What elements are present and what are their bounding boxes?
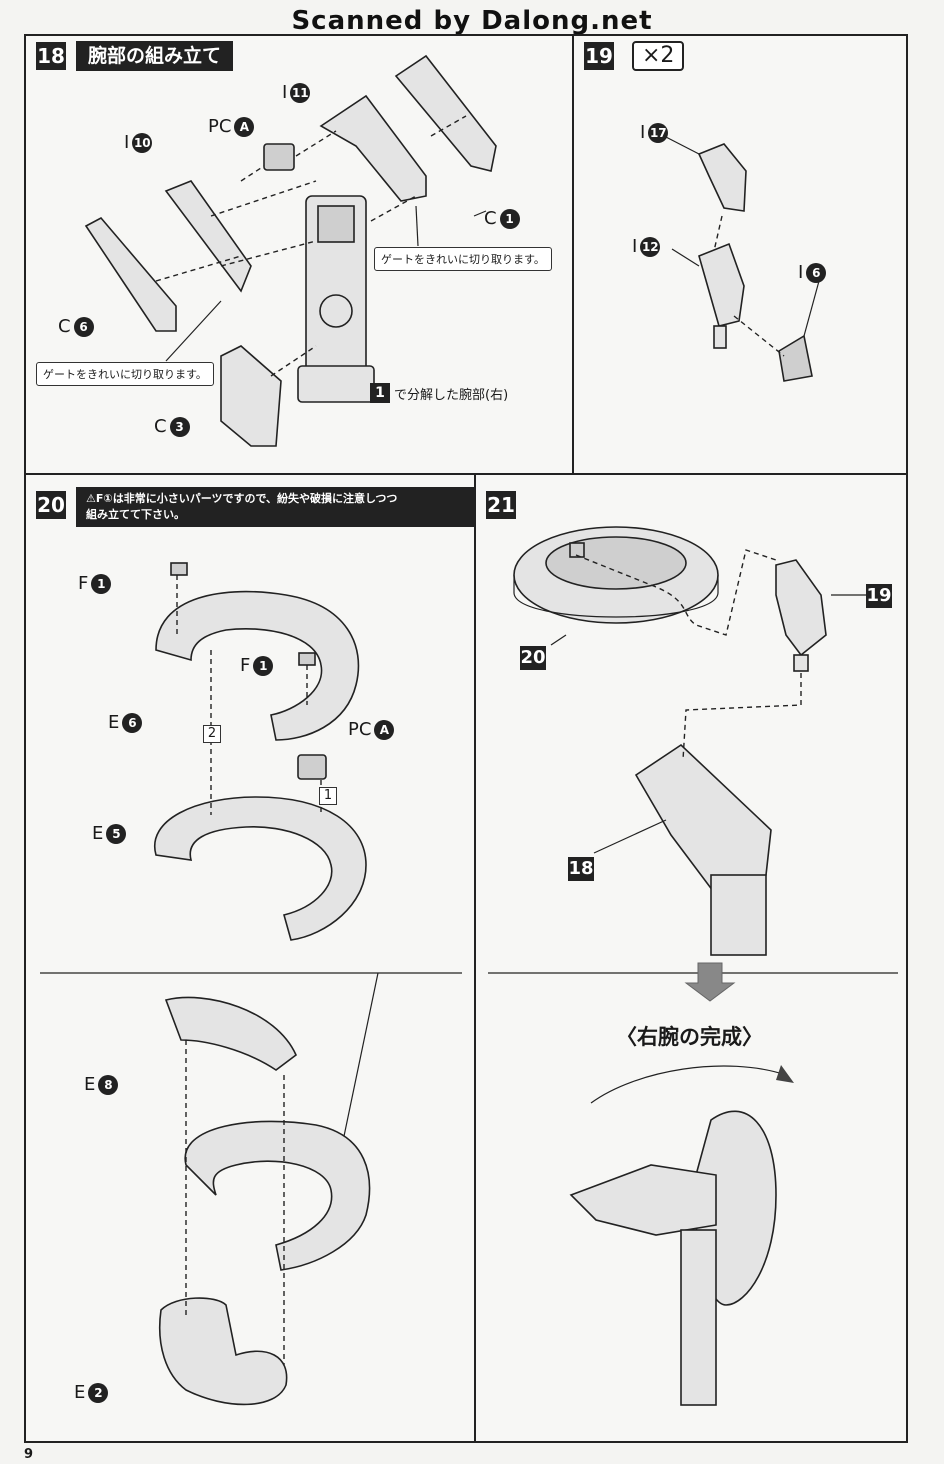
part-number: A xyxy=(374,719,395,740)
step20-diagram xyxy=(40,562,462,1406)
part-number: A xyxy=(234,116,255,137)
part-number: 11 xyxy=(290,82,311,103)
part-label-c6: C 6 xyxy=(58,316,94,337)
warning-text-2: 組み立てて下さい。 xyxy=(86,508,185,521)
part-label-i6: I 6 xyxy=(798,262,827,283)
part-label-i12: I 12 xyxy=(632,236,661,257)
part-letter: F xyxy=(78,573,89,594)
part-letter: I xyxy=(282,82,288,103)
part-label-e2: E 2 xyxy=(74,1382,109,1403)
part-letter: C xyxy=(154,416,167,437)
step21-panel: 21 20 19 18 〈右腕の完成〉 xyxy=(474,473,908,1443)
step19-number: 19 xyxy=(584,42,614,70)
step18-number: 18 xyxy=(36,42,66,70)
part-label-f1b: F 1 xyxy=(240,655,274,676)
step19-diagram xyxy=(663,135,820,382)
step18-panel: 18 腕部の組み立て I 11 PC xyxy=(24,34,574,475)
part-letter: PC xyxy=(208,116,232,137)
part-number: 10 xyxy=(132,132,153,153)
ref-step-18: 18 xyxy=(568,857,594,881)
step21-diagram xyxy=(488,526,898,1406)
step18-diagram xyxy=(84,54,497,447)
part-number: 12 xyxy=(640,236,661,257)
part-number: 1 xyxy=(91,573,112,594)
warning-text-1: F①は非常に小さいパーツですので、紛失や破損に注意しつつ xyxy=(95,492,398,505)
part-label-pca: PC A xyxy=(348,719,395,740)
part-letter: I xyxy=(798,262,804,283)
part-number: 2 xyxy=(88,1382,109,1403)
part-letter: I xyxy=(124,132,130,153)
step20-number: 20 xyxy=(36,491,66,519)
page-number: 9 xyxy=(24,1447,34,1462)
gate-note-left: ゲートをきれいに切り取ります。 xyxy=(36,362,214,386)
step20-warning: ⚠F①は非常に小さいパーツですので、紛失や破損に注意しつつ 組み立てて下さい。 xyxy=(76,487,482,527)
part-letter: I xyxy=(640,122,646,143)
part-label-e5: E 5 xyxy=(92,823,127,844)
part-letter: PC xyxy=(348,719,372,740)
ref-step-19: 19 xyxy=(866,584,892,608)
part-number: 5 xyxy=(106,823,127,844)
ref-step-1: 1 xyxy=(370,383,390,403)
step18-title: 腕部の組み立て xyxy=(76,41,234,71)
part-letter: E xyxy=(84,1074,96,1095)
part-number: 3 xyxy=(169,416,190,437)
part-label-f1a: F 1 xyxy=(78,573,112,594)
ref-text: で分解した腕部(右) xyxy=(394,387,509,403)
part-number: 1 xyxy=(253,655,274,676)
part-label-i11: I 11 xyxy=(282,82,311,103)
part-letter: C xyxy=(58,316,71,337)
warning-line-1: ⚠F①は非常に小さいパーツですので、紛失や破損に注意しつつ xyxy=(86,491,472,507)
part-label-i17: I 17 xyxy=(640,122,669,143)
part-label-c1: C 1 xyxy=(484,208,520,229)
disassembled-arm-caption: 1 で分解した腕部(右) xyxy=(370,383,508,403)
assembly-order-2: 2 xyxy=(203,725,221,743)
part-label-e6: E 6 xyxy=(108,712,143,733)
part-letter: I xyxy=(632,236,638,257)
part-number: 6 xyxy=(122,712,143,733)
part-letter: E xyxy=(74,1382,86,1403)
part-label-c3: C 3 xyxy=(154,416,190,437)
part-letter: E xyxy=(108,712,120,733)
ref-step-20: 20 xyxy=(520,646,546,670)
part-number: 6 xyxy=(73,316,94,337)
step19-multiplier: ×2 xyxy=(632,41,685,71)
part-number: 6 xyxy=(806,262,827,283)
assembly-order-1: 1 xyxy=(319,787,337,805)
gate-note-right: ゲートをきれいに切り取ります。 xyxy=(374,247,552,271)
part-number: 8 xyxy=(98,1074,119,1095)
right-arm-complete-label: 〈右腕の完成〉 xyxy=(616,1025,763,1049)
part-letter: C xyxy=(484,208,497,229)
scan-watermark: Scanned by Dalong.net xyxy=(291,6,653,36)
part-label-pca: PC A xyxy=(208,116,255,137)
part-number: 1 xyxy=(499,208,520,229)
part-label-i10: I 10 xyxy=(124,132,153,153)
step21-number: 21 xyxy=(486,491,516,519)
part-letter: F xyxy=(240,655,251,676)
warning-icon: ⚠ xyxy=(86,492,96,505)
step20-panel: 20 ⚠F①は非常に小さいパーツですので、紛失や破損に注意しつつ 組み立てて下さ… xyxy=(24,473,482,1443)
part-number: 17 xyxy=(648,122,669,143)
part-label-e8: E 8 xyxy=(84,1074,119,1095)
part-letter: E xyxy=(92,823,104,844)
step19-panel: 19 ×2 I 17 I 12 I 6 xyxy=(572,34,908,475)
